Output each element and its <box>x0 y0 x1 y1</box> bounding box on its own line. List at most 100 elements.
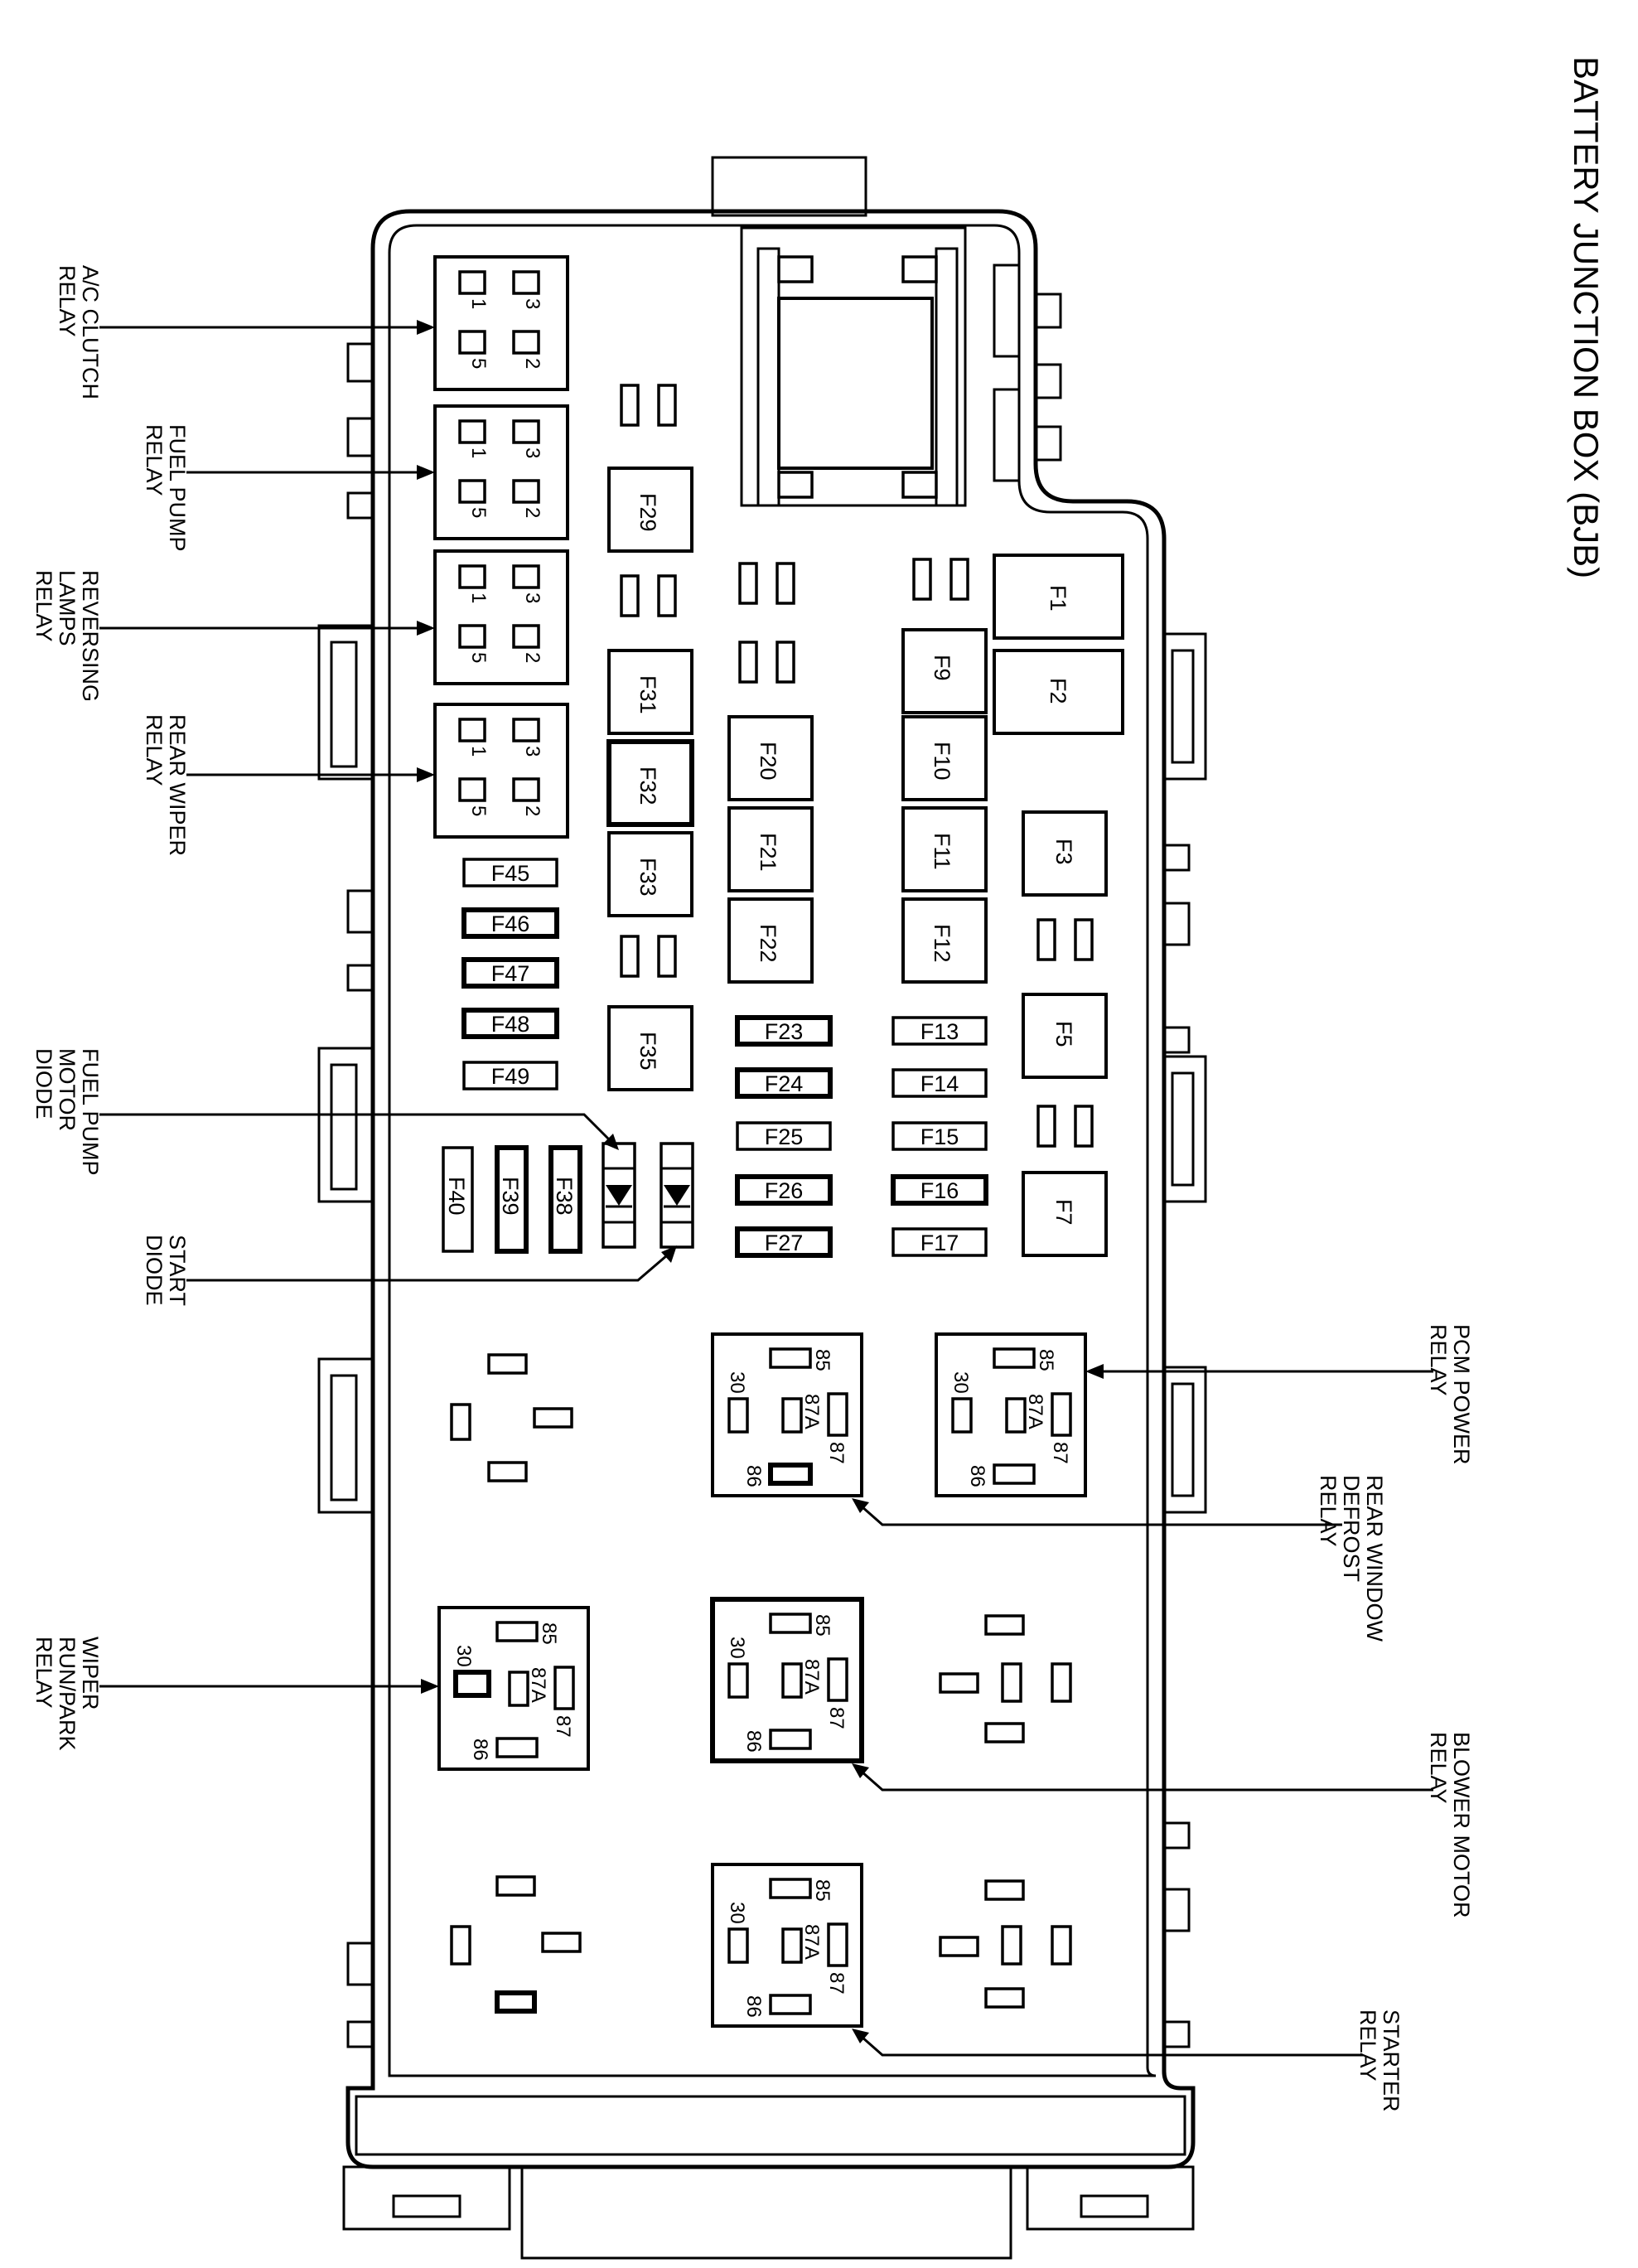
fuse-label: F32 <box>635 766 660 805</box>
fuse-f38[interactable]: F38 <box>548 1145 582 1254</box>
fuel-pump-motor-diode[interactable] <box>602 1142 636 1249</box>
pcm-power-relay[interactable]: 85 30 87A 87 86 <box>935 1332 1087 1497</box>
fuse-f14[interactable]: F14 <box>891 1068 988 1098</box>
fuse-f1[interactable]: F1 <box>993 554 1124 640</box>
fuse-f23[interactable]: F23 <box>735 1015 833 1047</box>
fuse-label: F2 <box>1046 678 1070 704</box>
fuse-f27[interactable]: F27 <box>735 1226 833 1258</box>
fuse-label: F14 <box>920 1071 959 1096</box>
callout-blower-motor-relay: BLOWER MOTOR RELAY <box>1426 1732 1474 1918</box>
ac-clutch-relay[interactable]: 1 3 5 2 <box>433 255 569 391</box>
svg-text:A/C CLUTCH: A/C CLUTCH <box>78 265 103 399</box>
svg-text:RELAY: RELAY <box>1355 2009 1380 2082</box>
pin-label: 87 <box>825 1707 848 1729</box>
pin-label: 85 <box>811 1879 833 1902</box>
empty-slots <box>620 384 1094 1148</box>
fuse-f49[interactable]: F49 <box>462 1061 558 1090</box>
fuse-f21[interactable]: F21 <box>727 806 814 892</box>
empty-socket <box>939 1614 1072 1743</box>
reversing-lamps-relay[interactable]: 1 3 5 2 <box>433 549 569 685</box>
pin-label: 5 <box>467 507 490 518</box>
fuse-label: F49 <box>491 1064 530 1089</box>
svg-text:WIPER: WIPER <box>78 1637 103 1710</box>
fuse-f13[interactable]: F13 <box>891 1016 988 1046</box>
rear-window-defrost-relay[interactable]: 85 30 87A 87 86 <box>711 1332 863 1497</box>
fuse-label: F15 <box>920 1124 959 1149</box>
callout-fuel-pump-relay: FUEL PUMP RELAY <box>142 424 190 552</box>
callout-reversing-lamps-relay: REVERSING LAMPS RELAY <box>31 570 103 702</box>
pin-label: 87A <box>527 1667 549 1703</box>
fuel-pump-relay[interactable]: 1 3 5 2 <box>433 404 569 540</box>
svg-text:RELAY: RELAY <box>142 424 167 496</box>
fuse-f31[interactable]: F31 <box>607 649 693 735</box>
fuse-label: F17 <box>920 1231 959 1255</box>
svg-text:FUEL PUMP: FUEL PUMP <box>78 1048 103 1176</box>
housing <box>317 156 1207 2260</box>
fuse-f32[interactable]: F32 <box>606 739 694 827</box>
pin-label: 87 <box>552 1715 574 1738</box>
fuse-f46[interactable]: F46 <box>461 907 559 939</box>
fuse-f22[interactable]: F22 <box>727 897 814 984</box>
fuse-f25[interactable]: F25 <box>736 1121 832 1151</box>
svg-text:RELAY: RELAY <box>1426 1324 1451 1396</box>
fuse-label: F47 <box>491 961 530 986</box>
fuse-f47[interactable]: F47 <box>461 957 559 989</box>
fuse-f12[interactable]: F12 <box>901 897 988 984</box>
fuse-f24[interactable]: F24 <box>735 1067 833 1099</box>
svg-text:RELAY: RELAY <box>142 714 167 786</box>
start-diode[interactable] <box>660 1142 694 1249</box>
pin-label: 2 <box>521 805 544 816</box>
fuse-f33[interactable]: F33 <box>607 831 693 917</box>
fuse-f16[interactable]: F16 <box>891 1174 988 1206</box>
starter-relay[interactable]: 85 30 87A 87 86 <box>711 1863 863 2028</box>
fuse-f17[interactable]: F17 <box>891 1227 988 1257</box>
callout-rear-window-defrost-relay: REAR WINDOW DEFROST RELAY <box>1316 1475 1387 1642</box>
pin-label: 86 <box>742 1465 765 1487</box>
fuse-f9[interactable]: F9 <box>901 628 988 714</box>
fuse-f3[interactable]: F3 <box>1022 810 1108 897</box>
fuse-f26[interactable]: F26 <box>735 1174 833 1206</box>
fuse-f2[interactable]: F2 <box>993 649 1124 735</box>
fuse-label: F3 <box>1051 839 1076 865</box>
pin-label: 2 <box>521 358 544 369</box>
fuse-label: F21 <box>756 833 780 872</box>
diodes <box>602 1142 694 1249</box>
fuse-label: F27 <box>765 1231 804 1255</box>
fuse-f48[interactable]: F48 <box>461 1008 559 1039</box>
pin-label: 5 <box>467 652 490 663</box>
fuse-f45[interactable]: F45 <box>462 858 558 887</box>
wiper-run-park-relay[interactable]: 85 30 87A 87 86 <box>437 1606 590 1771</box>
fuse-f40[interactable]: F40 <box>442 1146 474 1253</box>
fuse-label: F5 <box>1051 1021 1076 1047</box>
empty-socket <box>939 1879 1072 2009</box>
fuse-f10[interactable]: F10 <box>901 715 988 801</box>
fuse-label: F48 <box>491 1012 530 1037</box>
pin-label: 85 <box>811 1349 833 1371</box>
svg-text:RELAY: RELAY <box>31 1637 56 1709</box>
empty-socket <box>450 1875 582 2014</box>
fuse-f20[interactable]: F20 <box>727 715 814 801</box>
fuse-f15[interactable]: F15 <box>891 1121 988 1151</box>
callout-start-diode: START DIODE <box>142 1235 190 1306</box>
pin-label: 3 <box>521 447 544 458</box>
rear-wiper-relay[interactable]: 1 3 5 2 <box>433 703 569 839</box>
callout-pcm-power-relay: PCM POWER RELAY <box>1426 1324 1474 1465</box>
pin-label: 85 <box>1035 1349 1057 1371</box>
top-center-block <box>740 226 1021 507</box>
pin-label: 1 <box>467 592 490 603</box>
empty-socket <box>450 1353 573 1482</box>
callout-fuel-pump-motor-diode: FUEL PUMP MOTOR DIODE <box>31 1048 103 1176</box>
fuse-f29[interactable]: F29 <box>607 467 693 553</box>
fuse-f35[interactable]: F35 <box>607 1005 693 1091</box>
fuse-f39[interactable]: F39 <box>495 1145 529 1254</box>
pin-label: 86 <box>742 1995 765 2018</box>
pin-label: 86 <box>469 1738 491 1761</box>
fuse-f11[interactable]: F11 <box>901 806 988 892</box>
blower-motor-relay[interactable]: 85 30 87A 87 86 <box>710 1597 864 1763</box>
fuse-f7[interactable]: F7 <box>1022 1171 1108 1257</box>
fuse-f5[interactable]: F5 <box>1022 993 1108 1079</box>
callout-rear-wiper-relay: REAR WIPER RELAY <box>142 714 190 856</box>
fuse-label: F45 <box>491 861 530 886</box>
pin-label: 1 <box>467 746 490 757</box>
